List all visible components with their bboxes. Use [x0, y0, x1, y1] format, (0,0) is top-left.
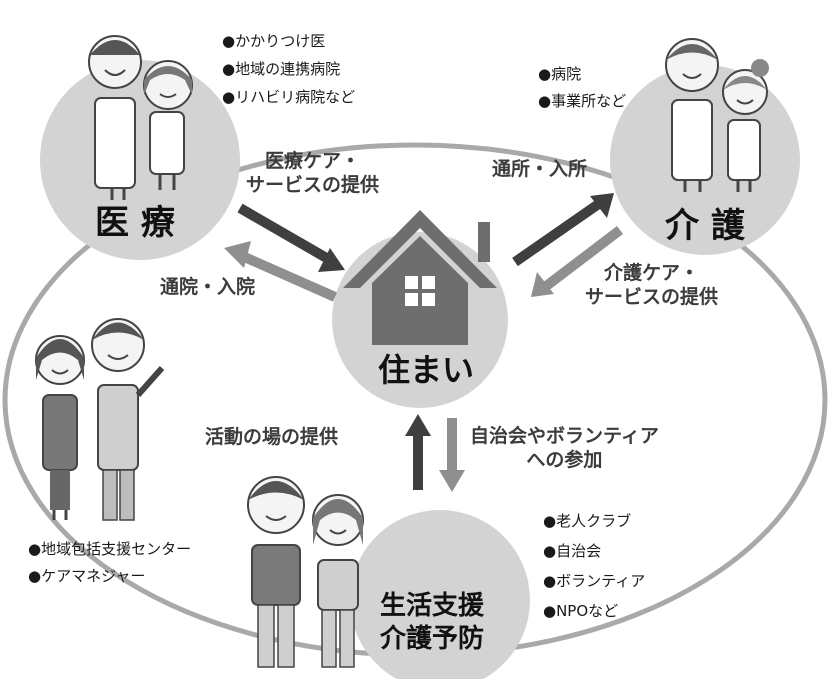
arrow-housing-to-medical	[224, 241, 338, 302]
medical-bullet: ●リハビリ病院など	[222, 88, 356, 106]
community-bullet: ●ケアマネジャー	[28, 567, 146, 585]
medical-circle	[40, 60, 240, 260]
care-service-label-line2: サービスの提供	[585, 285, 719, 308]
prevention-circle	[350, 510, 530, 679]
hospital-visit-label: 通院・入院	[160, 276, 256, 298]
participation-label-line1: 自治会やボランティア	[470, 425, 659, 447]
medical-bullet: ●かかりつけ医	[222, 32, 326, 50]
community-staff-illustration	[35, 318, 165, 521]
doctor-nurse-illustration	[88, 35, 193, 200]
arrow-care-to-housing	[531, 226, 624, 297]
care-bullet: ●病院	[538, 65, 582, 83]
care-bullet: ●事業所など	[538, 92, 627, 110]
participation-label: 自治会やボランティア への参加	[470, 425, 659, 473]
volunteers-illustration	[247, 476, 364, 668]
care-title: 介 護	[665, 206, 745, 246]
prevention-bullet: ●ボランティア	[543, 572, 646, 590]
arrow-housing-to-care	[512, 193, 614, 267]
care-workers-illustration	[665, 38, 769, 192]
care-service-label-line1: 介護ケア・	[604, 262, 700, 284]
prevention-title: 生活支援 介護予防	[380, 590, 484, 655]
medical-title: 医 療	[95, 203, 175, 243]
medical-bullet: ●地域の連携病院	[222, 60, 341, 78]
community-bullet: ●地域包括支援センター	[28, 540, 192, 558]
housing-title: 住まい	[378, 351, 475, 389]
participation-label-line2: への参加	[526, 448, 603, 471]
prevention-title-line2: 介護予防	[380, 623, 485, 654]
prevention-bullet: ●自治会	[543, 542, 602, 560]
medical-service-label: 医療ケア・ サービスの提供	[246, 150, 379, 198]
arrow-housing-to-prevention	[439, 418, 465, 492]
care-facility-label: 通所・入所	[492, 158, 588, 180]
prevention-bullet: ●NPOなど	[543, 602, 619, 620]
activity-place-label: 活動の場の提供	[205, 426, 339, 448]
prevention-title-line1: 生活支援	[380, 591, 485, 621]
medical-service-label-line2: サービスの提供	[246, 173, 380, 196]
arrow-medical-to-housing	[237, 203, 345, 272]
care-service-label: 介護ケア・ サービスの提供	[585, 262, 718, 310]
medical-service-label-line1: 医療ケア・	[265, 150, 361, 172]
house-icon	[343, 210, 497, 345]
prevention-bullet: ●老人クラブ	[543, 512, 632, 530]
arrow-prevention-to-housing	[405, 414, 431, 490]
